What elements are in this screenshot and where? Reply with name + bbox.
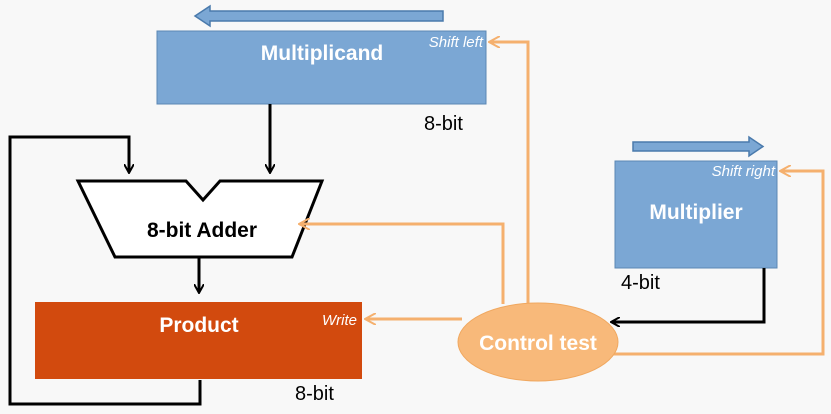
multiplicand-register: Multiplicand Shift left bbox=[156, 30, 487, 105]
multiplicand-width-label: 8-bit bbox=[424, 113, 463, 135]
product-label: Product bbox=[159, 314, 238, 337]
adder-unit: 8-bit Adder bbox=[75, 179, 325, 259]
multiplier-shift-right-label: Shift right bbox=[712, 163, 776, 180]
product-width-label: 8-bit bbox=[295, 383, 334, 405]
multiplier-label: Multiplier bbox=[649, 201, 742, 224]
multiplier-register: Multiplier Shift right bbox=[614, 160, 778, 269]
multiplicand-label: Multiplicand bbox=[261, 42, 384, 65]
control-to-multiplier-line bbox=[612, 171, 825, 356]
multiplicand-shift-left-label: Shift left bbox=[429, 34, 484, 51]
shift-right-arrow-icon bbox=[632, 135, 765, 158]
product-write-label: Write bbox=[322, 312, 357, 329]
control-signal-lines bbox=[300, 42, 825, 356]
multiplier-to-control-arrow bbox=[612, 268, 766, 322]
product-feedback-arrow bbox=[8, 135, 202, 406]
product-register: Product Write bbox=[35, 302, 362, 379]
multiplier-width-label: 4-bit bbox=[621, 272, 660, 294]
adder-label: 8-bit Adder bbox=[147, 219, 257, 242]
control-to-adder-line bbox=[300, 224, 505, 304]
control-test-label: Control test bbox=[479, 332, 597, 355]
shift-left-arrow-icon bbox=[193, 4, 444, 28]
control-test-unit: Control test bbox=[457, 302, 619, 382]
control-to-multiplicand-line bbox=[490, 42, 530, 304]
